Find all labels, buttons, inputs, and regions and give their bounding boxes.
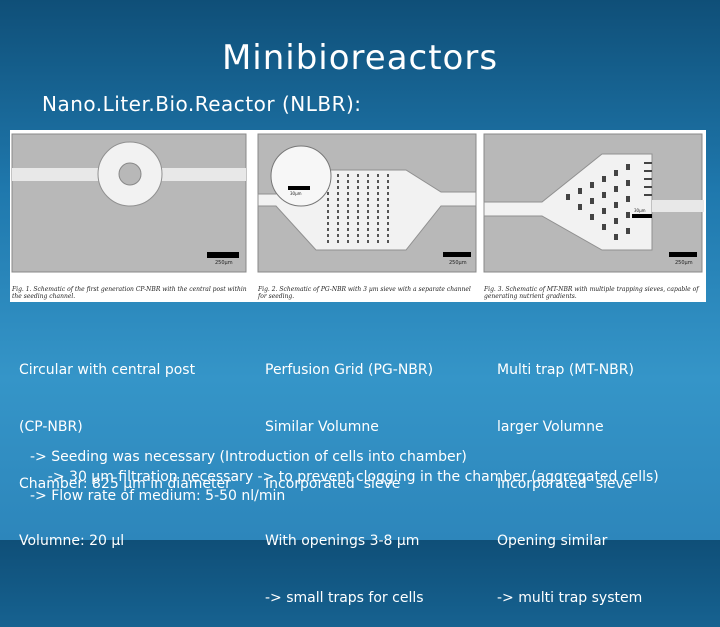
column-line: -> multi trap system bbox=[497, 590, 643, 606]
pg-nbr-schematic bbox=[257, 133, 477, 273]
figure-1-caption: Fig. 1. Schematic of the first generatio… bbox=[12, 286, 247, 300]
column-cp-nbr: Circular with central post (CP-NBR) Cham… bbox=[19, 323, 231, 570]
mt-nbr-scale-label: 250µm bbox=[675, 260, 693, 266]
cp-nbr-schematic bbox=[11, 133, 247, 273]
note-line: -> Seeding was necessary (Introduction o… bbox=[30, 449, 467, 465]
notes-block: -> Seeding was necessary (Introduction o… bbox=[30, 448, 659, 507]
column-line: Opening similar bbox=[497, 533, 608, 549]
slide-subtitle: Nano.Liter.Bio.Reactor (NLBR): bbox=[42, 92, 362, 116]
column-line: Circular with central post bbox=[19, 362, 196, 378]
column-line: (CP-NBR) bbox=[19, 419, 83, 435]
cp-nbr-scale-label: 250µm bbox=[215, 260, 233, 266]
figure-pg-nbr: 30µm 250µm Fig. 2. Schematic of PG-NBR w… bbox=[256, 130, 478, 302]
column-line: Perfusion Grid (PG-NBR) bbox=[265, 362, 434, 378]
column-line: Multi trap (MT-NBR) bbox=[497, 362, 634, 378]
column-line: Chamber: 825 µm in diameter bbox=[19, 476, 231, 492]
figure-3-caption: Fig. 3. Schematic of MT-NBR with multipl… bbox=[484, 286, 699, 300]
figure-2-caption: Fig. 2. Schematic of PG-NBR with 3 µm si… bbox=[258, 286, 471, 300]
column-line: With openings 3-8 µm bbox=[265, 533, 420, 549]
column-line: Incorporated sieve bbox=[265, 476, 401, 492]
column-line: Incorporated sieve bbox=[497, 476, 633, 492]
figure-strip: 250µm Fig. 1. Schematic of the first gen… bbox=[10, 130, 706, 302]
column-line: Similar Volumne bbox=[265, 419, 379, 435]
note-line: -> 30 µm filtration necessary -> to prev… bbox=[30, 468, 659, 485]
column-line: Volumne: 20 µl bbox=[19, 533, 125, 549]
pg-nbr-scale-label: 250µm bbox=[449, 260, 467, 266]
slide-title: Minibioreactors bbox=[221, 38, 499, 78]
note-line: -> Flow rate of medium: 5-50 nl/min bbox=[30, 488, 286, 504]
figure-mt-nbr: 30µm 250µm Fig. 3. Schematic of MT-NBR w… bbox=[482, 130, 706, 302]
mt-nbr-schematic bbox=[483, 133, 704, 273]
figure-cp-nbr: 250µm Fig. 1. Schematic of the first gen… bbox=[10, 130, 250, 302]
pg-nbr-inner-label: 30µm bbox=[290, 191, 302, 196]
column-line: larger Volumne bbox=[497, 419, 604, 435]
column-line: -> small traps for cells bbox=[265, 590, 424, 606]
mt-nbr-inner-label: 30µm bbox=[634, 208, 646, 213]
